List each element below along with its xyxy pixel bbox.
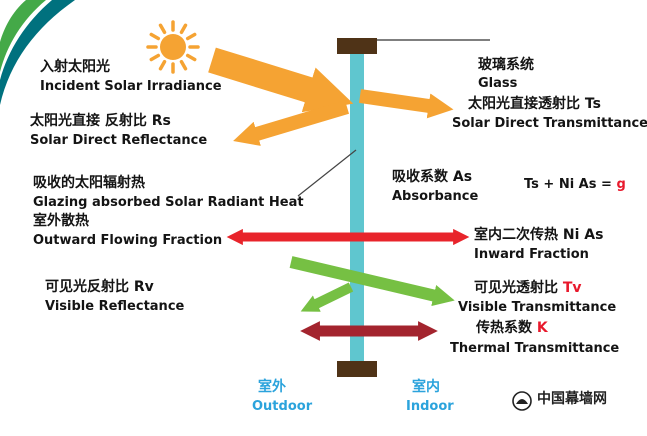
watermark-logo-icon	[512, 391, 532, 411]
label-absorbed-heat-en: Glazing absorbed Solar Radiant Heat	[33, 195, 304, 210]
visible-transmitted-arrow	[289, 256, 455, 307]
watermark-text: 中国幕墙网	[537, 391, 607, 407]
label-outdoor-en: Outdoor	[252, 399, 313, 414]
label-solar-transmittance-zh: 太阳光直接透射比 Ts	[468, 96, 601, 112]
label-indoor-en: Indoor	[406, 399, 454, 414]
label-visible-transmittance-en: Visible Transmittance	[458, 300, 617, 315]
visible-transmittance-value: Tv	[562, 280, 582, 296]
label-incident-en: Incident Solar Irradiance	[40, 79, 222, 94]
label-visible-reflectance-en: Visible Reflectance	[45, 299, 185, 314]
label-inward-fraction-en: Inward Fraction	[474, 247, 589, 262]
visible-reflected-arrow	[300, 282, 354, 312]
thermal-transmittance-value: K	[536, 320, 548, 336]
label-formula: Ts + Ni As = g	[524, 177, 626, 192]
label-inward-fraction-zh: 室内二次传热 Ni As	[474, 227, 604, 243]
label-outdoor-zh: 室外	[258, 379, 286, 395]
label-solar-reflectance-en: Solar Direct Reflectance	[30, 133, 208, 148]
label-solar-transmittance-en: Solar Direct Transmittance	[452, 116, 647, 131]
label-absorbance-zh: 吸收系数 As	[392, 169, 473, 185]
label-incident-zh: 入射太阳光	[40, 59, 110, 75]
sun-icon	[146, 20, 200, 74]
label-solar-reflectance-zh: 太阳光直接 反射比 Rs	[30, 113, 171, 129]
label-thermal-transmittance-en: Thermal Transmittance	[450, 341, 620, 356]
label-outward-flow-zh: 室外散热	[33, 213, 89, 229]
transmitted-solar-arrow	[358, 89, 454, 119]
label-glass-system-zh: 玻璃系统	[478, 57, 534, 73]
visible-transmittance-prefix: 可见光透射比	[474, 280, 563, 296]
label-outward-flow-en: Outward Flowing Fraction	[33, 233, 223, 248]
formula-prefix: Ts + Ni As =	[524, 177, 617, 192]
glass-pane	[350, 52, 364, 364]
formula-value: g	[616, 177, 626, 192]
label-glass-system-en: Glass	[478, 76, 518, 91]
absorbed-heat-pointer-line	[297, 149, 357, 197]
label-indoor-zh: 室内	[412, 379, 440, 395]
glass-frame-top	[337, 38, 377, 54]
label-absorbance-en: Absorbance	[392, 189, 479, 204]
glass-frame-bottom	[337, 361, 377, 377]
label-absorbed-heat-zh: 吸收的太阳辐射热	[33, 175, 145, 191]
label-thermal-transmittance-zh: 传热系数 K	[476, 320, 548, 336]
label-visible-reflectance-zh: 可见光反射比 Rv	[45, 279, 154, 295]
reflected-solar-arrow	[233, 100, 350, 146]
label-visible-transmittance-zh: 可见光透射比 Tv	[474, 280, 582, 296]
incident-solar-arrow	[208, 47, 354, 113]
corner-decoration	[0, 0, 75, 105]
thermal-transmittance-prefix: 传热系数	[476, 320, 537, 336]
